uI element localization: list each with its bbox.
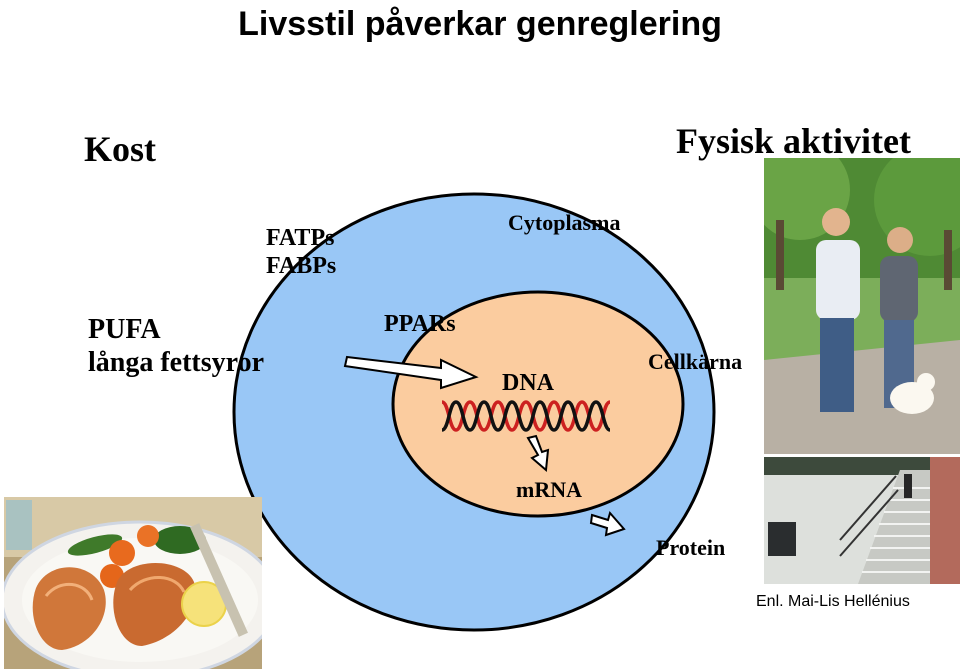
cytoplasm-label: Cytoplasma: [508, 210, 621, 235]
page-title: Livsstil påverkar genreglering: [238, 5, 722, 43]
fatty-acid-input-labels: PUFA långa fettsyror: [88, 313, 264, 379]
mrna-label: mRNA: [516, 477, 582, 502]
dna-strand-red: [441, 400, 611, 432]
physical-activity-heading: Fysisk aktivitet: [676, 121, 912, 161]
fatps-label: FATPs: [266, 225, 335, 251]
dna-strand-black: [441, 400, 611, 432]
uptake-arrow-icon: [343, 355, 479, 390]
diet-heading: Kost: [84, 129, 156, 169]
dna-helix: [441, 400, 611, 432]
ppars-label: PPARs: [384, 311, 456, 337]
protein-label: Protein: [656, 535, 726, 560]
stairs-photo: [764, 457, 960, 584]
pufa-label: PUFA: [88, 314, 161, 345]
walking-photo: [764, 158, 960, 454]
transcription-arrow-icon: [526, 434, 550, 473]
fabps-label: FABPs: [266, 253, 337, 279]
source-credit: Enl. Mai-Lis Hellénius: [756, 593, 910, 610]
long-fatty-acids-label: långa fettsyror: [88, 347, 264, 378]
dna-label: DNA: [502, 370, 554, 396]
nucleus-label: Cellkärna: [648, 349, 743, 374]
transport-protein-labels: FATPs FABPs: [266, 224, 336, 280]
food-photo: [4, 497, 262, 669]
translation-arrow-icon: [589, 510, 626, 537]
